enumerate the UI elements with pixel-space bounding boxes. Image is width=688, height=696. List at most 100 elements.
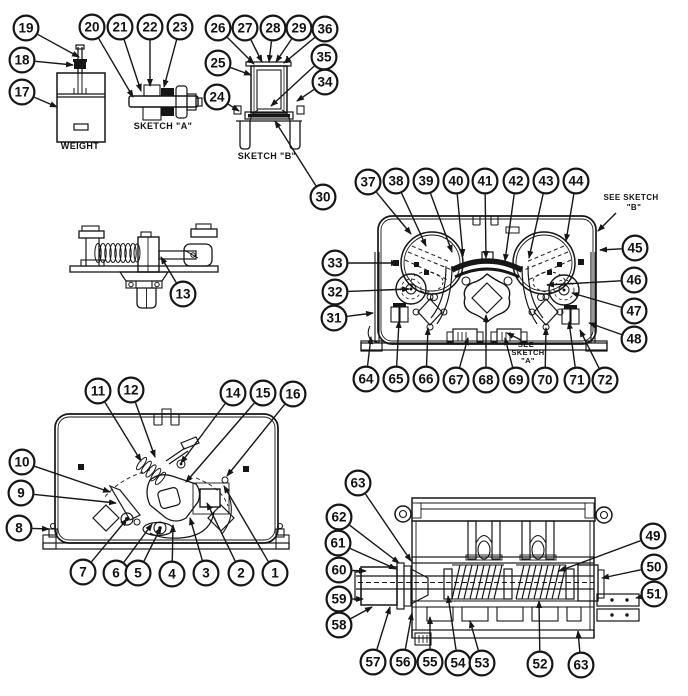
callout-circle-9: [7, 479, 35, 507]
callout-circle-61: [324, 529, 352, 557]
weight-label: WEIGHT: [61, 141, 99, 151]
callout-circle-13: [169, 280, 197, 308]
callout-number-55: 55: [422, 655, 438, 670]
leader-line-69: [503, 337, 514, 368]
relay-right: [561, 305, 580, 325]
leader-line-51: [635, 593, 644, 600]
leader-line-25: [230, 66, 252, 76]
callout-circle-2: [227, 559, 255, 587]
callout-circle-69: [502, 366, 530, 394]
callout-number-61: 61: [330, 536, 346, 551]
callout-number-56: 56: [395, 655, 411, 670]
callout-circle-4: [158, 560, 186, 588]
leader-line-28: [266, 41, 273, 63]
callout-number-42: 42: [508, 174, 523, 189]
callout-circle-16: [279, 380, 307, 408]
see-sketch-a-line3: "A": [521, 356, 535, 365]
callout-circle-21: [106, 13, 134, 41]
figure-bell-assembly: [360, 215, 608, 352]
callout-circle-62: [325, 503, 353, 531]
leader-line-62: [349, 524, 400, 564]
callout-number-53: 53: [474, 656, 490, 671]
spring-tower-left: [465, 520, 503, 561]
leader-line-42: [502, 194, 515, 262]
callout-circle-44: [562, 167, 590, 195]
callout-circle-22: [136, 13, 164, 41]
leader-line-43: [527, 193, 544, 259]
callout-number-19: 19: [18, 21, 33, 36]
leader-line-56: [404, 612, 414, 649]
callout-number-1: 1: [271, 566, 279, 581]
callout-circle-59: [325, 585, 353, 613]
callout-number-31: 31: [326, 311, 342, 326]
callout-circle-1: [261, 559, 289, 587]
callout-circle-40: [442, 167, 470, 195]
callout-number-39: 39: [418, 174, 433, 189]
leader-line-53: [469, 620, 479, 651]
leader-line-29: [275, 38, 293, 63]
callout-number-18: 18: [14, 53, 30, 68]
leader-line-66: [424, 327, 431, 366]
callout-circle-46: [620, 266, 648, 294]
callout-number-16: 16: [285, 387, 301, 402]
leader-line-58: [350, 606, 373, 620]
leader-line-47: [571, 292, 622, 308]
callout-number-71: 71: [569, 373, 585, 388]
leader-line-18: [35, 60, 74, 68]
leader-line-61: [349, 547, 397, 570]
callout-circle-33: [321, 249, 349, 277]
callout-circle-30: [309, 183, 337, 211]
callout-circle-52: [526, 650, 554, 678]
callout-circle-58: [325, 611, 353, 639]
callout-number-65: 65: [388, 372, 404, 387]
callout-circle-66: [412, 365, 440, 393]
callout-circle-67: [442, 366, 470, 394]
callout-circle-27: [231, 14, 259, 42]
see-sketch-b-line2: "B": [627, 203, 642, 212]
callout-number-3: 3: [202, 566, 210, 581]
callout-number-29: 29: [291, 21, 306, 36]
callout-circle-12: [117, 376, 145, 404]
callout-number-60: 60: [331, 563, 346, 578]
leader-line-14: [180, 403, 226, 464]
callout-number-69: 69: [508, 373, 523, 388]
leader-line-63: [575, 630, 582, 652]
callout-circle-20: [78, 13, 106, 41]
callout-circle-70: [531, 366, 559, 394]
leader-line-27: [250, 39, 263, 63]
clapper-left: [412, 293, 448, 331]
callout-number-9: 9: [17, 486, 25, 501]
callout-circle-37: [354, 168, 382, 196]
callout-number-41: 41: [477, 174, 493, 189]
leader-line-72: [579, 329, 600, 369]
callout-number-54: 54: [450, 656, 466, 671]
leader-line-3: [189, 517, 203, 561]
leader-line-39: [429, 193, 453, 253]
callout-circle-17: [8, 78, 36, 106]
leader-line-49: [558, 540, 641, 572]
callout-number-32: 32: [327, 285, 342, 300]
leader-line-12: [134, 402, 156, 458]
callout-number-36: 36: [317, 22, 333, 37]
callout-number-27: 27: [237, 21, 252, 36]
callout-number-49: 49: [645, 529, 660, 544]
callout-number-48: 48: [626, 332, 642, 347]
figure-case-assembly: [42, 408, 290, 550]
callout-number-10: 10: [14, 455, 29, 470]
sketch-a-label: SKETCH "A": [134, 121, 193, 131]
leader-line-44: [564, 194, 575, 242]
callout-circle-26: [204, 14, 232, 42]
callout-number-51: 51: [646, 587, 662, 602]
callout-number-57: 57: [365, 655, 380, 670]
leader-line-35: [270, 65, 315, 107]
spring-tower-right: [519, 520, 557, 561]
see-sketch-b-leader: [597, 212, 617, 232]
leader-line-8: [32, 525, 50, 532]
leader-line-71: [566, 321, 576, 367]
callout-circle-63: [344, 469, 372, 497]
leader-line-1: [223, 485, 269, 562]
see-sketch-a-line1: SEE: [518, 340, 534, 349]
leader-line-23: [162, 39, 178, 88]
callout-number-64: 64: [358, 372, 374, 387]
